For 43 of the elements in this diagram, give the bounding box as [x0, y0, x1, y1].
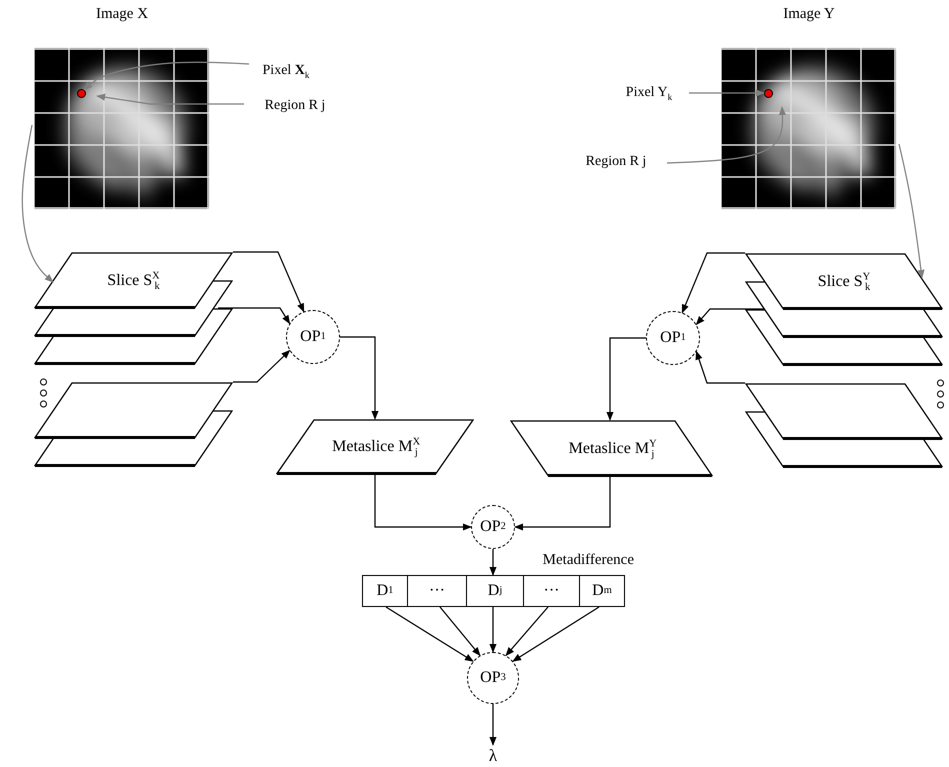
arrow [489, 549, 497, 576]
leader-line [666, 106, 786, 164]
arrow [340, 336, 379, 420]
arrow [682, 252, 745, 314]
arrow [512, 606, 600, 662]
curved-arrow [898, 144, 925, 279]
arrow [440, 606, 481, 656]
arrow [696, 350, 745, 384]
slice-parallelogram [34, 308, 233, 365]
arrow [505, 606, 548, 656]
curved-arrow [22, 124, 54, 283]
arrow [374, 475, 472, 531]
leader-text: Region R j [566, 150, 666, 174]
arrow [386, 606, 474, 662]
arrow [233, 350, 290, 383]
slice-parallelogram [34, 252, 233, 309]
leader-text: Pixel Y$_{k}$ [610, 80, 688, 106]
metaslice-parallelogram [276, 419, 474, 475]
slice-parallelogram [745, 309, 943, 366]
arrow [696, 308, 764, 326]
output-label: λ [481, 745, 505, 767]
slice-parallelogram [745, 383, 943, 440]
metaslice-parallelogram [510, 420, 713, 477]
slice-parallelogram [745, 253, 943, 310]
arrow [689, 89, 765, 97]
arrow [233, 251, 304, 312]
image-title: Image Y [782, 6, 836, 23]
arrow [514, 477, 611, 531]
arrow [218, 307, 290, 324]
slice-parallelogram [34, 410, 233, 467]
leader-text: Region R j [245, 94, 345, 118]
image-title: Image X [94, 6, 150, 23]
arrow [489, 704, 497, 746]
arrow [606, 337, 646, 421]
arrow [96, 94, 244, 105]
leader-text: Pixel X$_{k}$ [250, 58, 322, 84]
array-cell: ··· [523, 575, 580, 607]
array-cell: ··· [407, 575, 467, 607]
array-title: Metadifference [542, 552, 634, 569]
slice-parallelogram [745, 411, 943, 468]
slice-parallelogram [34, 382, 233, 439]
arrow [489, 607, 497, 653]
leader-line [83, 62, 250, 91]
